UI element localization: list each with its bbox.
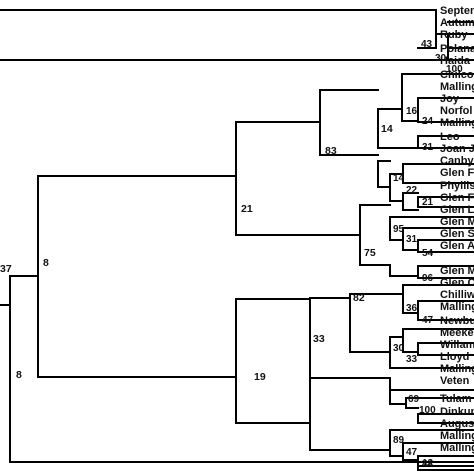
leaf-label: Joy	[440, 93, 460, 105]
leaf-label: Glen S	[440, 228, 474, 240]
support-value: 43	[421, 39, 433, 50]
support-value: 54	[422, 248, 434, 259]
support-value: 8	[16, 369, 22, 381]
leaf-label: Lloyd	[440, 351, 469, 363]
support-value: 30	[435, 53, 447, 64]
support-value: 24	[422, 116, 434, 127]
support-value: 47	[422, 315, 434, 326]
leaf-label: Glen C	[440, 277, 474, 289]
leaf-label: Tulam	[440, 393, 472, 405]
support-value: 100	[446, 64, 463, 75]
leaf-label: Chilco	[440, 69, 474, 81]
support-value: 31	[422, 142, 434, 153]
support-value: 69	[408, 394, 420, 405]
support-values: 37 43 30 100 8 8 21 83 14 16 24 31 14 22…	[0, 39, 463, 470]
support-value: 12	[422, 458, 434, 469]
tree-branches	[0, 9, 474, 471]
support-value: 22	[406, 185, 418, 196]
leaf-label: Canby	[440, 155, 474, 167]
support-value: 14	[393, 173, 405, 184]
leaf-label: Glen F	[440, 167, 474, 179]
support-value: 8	[43, 257, 49, 269]
leaf-label: Malling	[440, 363, 474, 375]
leaf-label: Joan J	[440, 143, 474, 155]
leaf-label: Veten	[440, 375, 470, 387]
leaf-label: Malling	[440, 442, 474, 454]
support-value: 21	[241, 203, 253, 215]
leaf-label: Polana	[440, 43, 474, 55]
leaf-label: Malling	[440, 81, 474, 93]
leaf-label: Meeke	[440, 327, 474, 339]
support-value: 21	[422, 197, 434, 208]
support-value: 96	[422, 273, 434, 284]
leaf-label: Malling	[440, 117, 474, 129]
support-value: 47	[406, 447, 418, 458]
leaf-label: Ruby	[440, 29, 468, 41]
leaf-label: Glen M	[440, 265, 474, 277]
leaf-label: Autum	[440, 17, 474, 29]
leaf-label: Glen M	[440, 216, 474, 228]
support-value: 83	[325, 145, 337, 157]
support-value: 14	[381, 123, 393, 135]
support-value: 16	[406, 106, 418, 117]
support-value: 82	[353, 292, 365, 304]
leaf-label: Glen F	[440, 192, 474, 204]
support-value: 44	[422, 459, 434, 470]
support-value: 95	[393, 224, 405, 235]
support-value: 75	[364, 247, 376, 259]
leaf-label: Septem	[440, 5, 474, 17]
leaf-label: Glen A	[440, 240, 474, 252]
leaf-label: Haida	[440, 55, 471, 67]
leaf-label: Norfol	[440, 105, 472, 117]
support-value: 33	[313, 333, 325, 345]
leaf-label: Willam	[440, 339, 474, 351]
leaf-label: Malling	[440, 301, 474, 313]
leaf-label: Glen L	[440, 204, 474, 216]
support-value: 19	[254, 371, 266, 383]
leaf-label: Chilliw	[440, 289, 474, 301]
support-value: 36	[406, 303, 418, 314]
leaf-label: Dinkun	[440, 406, 474, 418]
leaf-label: Leo	[440, 131, 460, 143]
leaf-label: Phyllis	[440, 180, 474, 192]
support-value: 100	[419, 405, 436, 416]
leaf-label: Malling	[440, 430, 474, 442]
leaf-label: August	[440, 418, 474, 430]
leaf-labels: SeptemAutumRubyPolanaHaidaChilcoMallingJ…	[440, 5, 474, 454]
support-value: 37	[0, 263, 12, 275]
support-value: 31	[406, 234, 418, 245]
support-value: 30	[393, 343, 405, 354]
support-value: 33	[406, 354, 418, 365]
leaf-label: Newbu	[440, 315, 474, 327]
support-value: 89	[393, 435, 405, 446]
